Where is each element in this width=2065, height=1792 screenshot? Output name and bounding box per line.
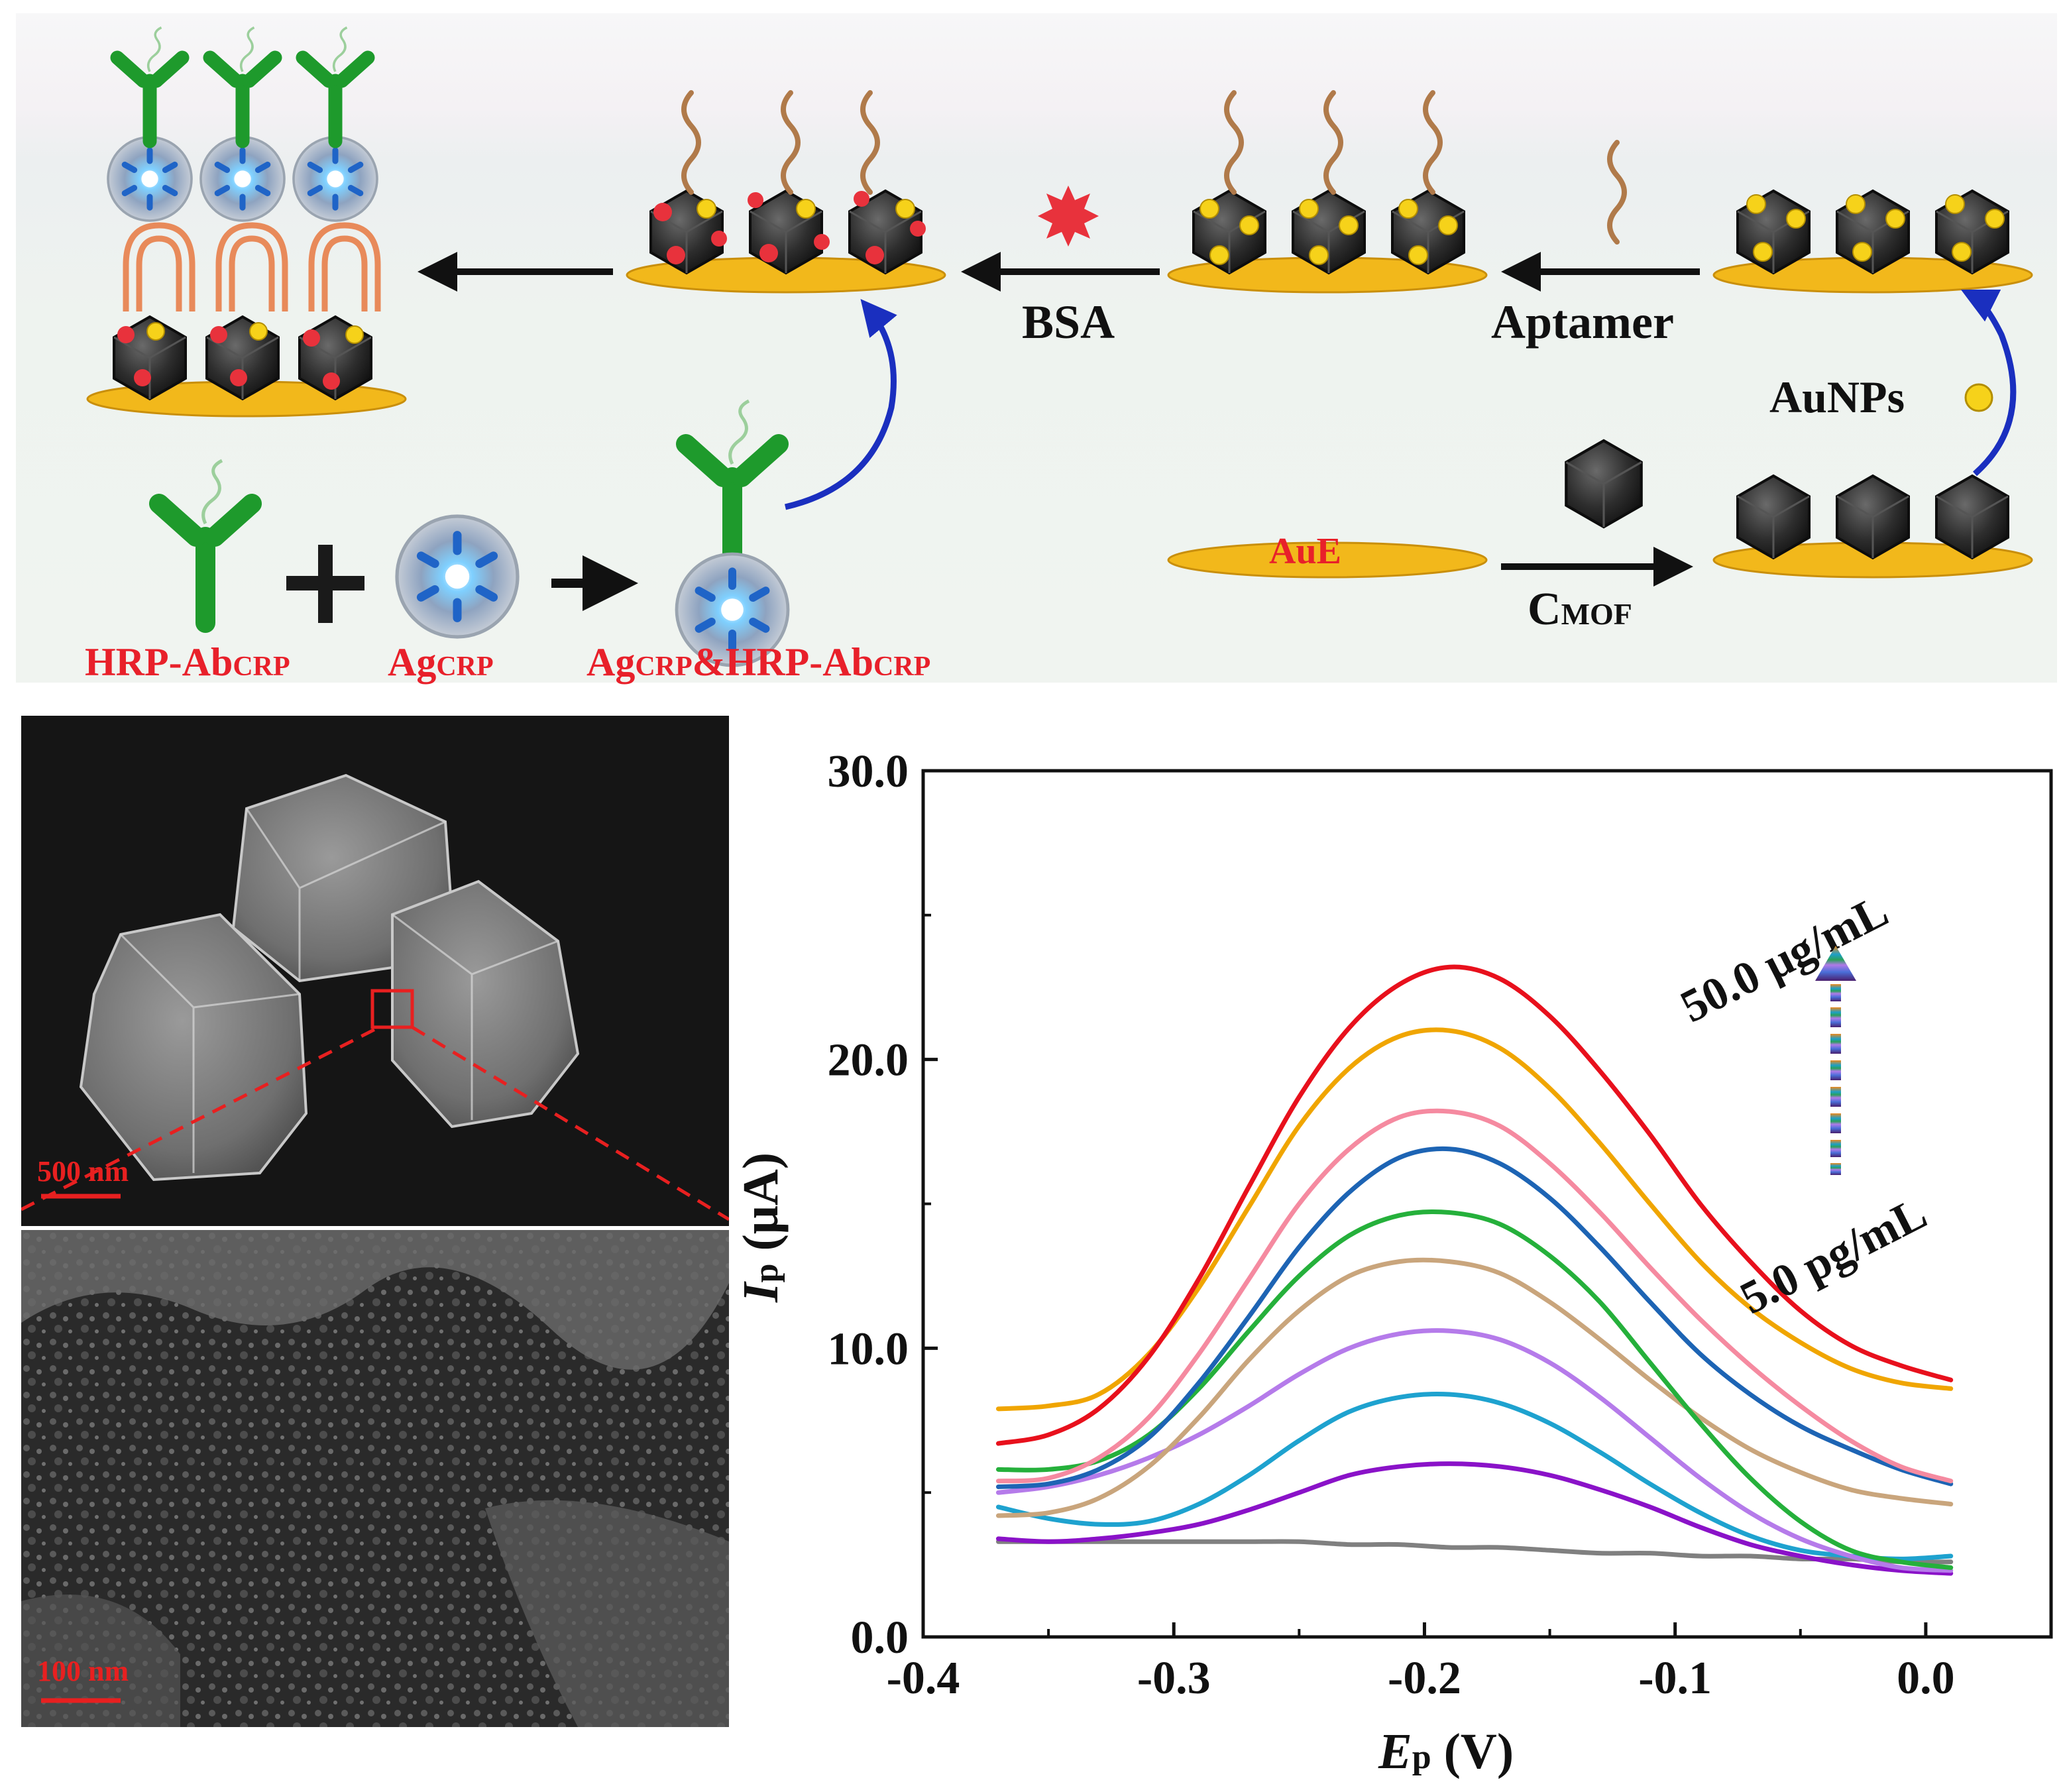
- mof-bsa-row: [649, 90, 926, 274]
- x-axis-label: Ep (V): [1378, 1724, 1514, 1779]
- dpv-curve-1: [995, 1461, 1954, 1576]
- dpv-curve-0: [995, 1539, 1954, 1565]
- hrp-abcrp-label: HRP-AbCRP: [85, 640, 290, 684]
- scale-bar-500nm: 500 nm: [37, 1155, 129, 1188]
- dpv-curve-8: [995, 1027, 1954, 1412]
- bsa-label: BSA: [1022, 296, 1115, 349]
- mof-aptamer-row: [1192, 90, 1465, 274]
- scale-bar-100nm: 100 nm: [37, 1655, 129, 1687]
- aue-label: AuE: [1269, 531, 1341, 572]
- agcrp-label: AgCRP: [388, 640, 494, 684]
- dpv-curve-4: [995, 1257, 1954, 1518]
- y-tick-label: 20.0: [828, 1035, 909, 1086]
- scheme-drawing: [86, 0, 2033, 689]
- dpv-curve-7: [995, 1108, 1954, 1484]
- cmof-label: CMOF: [1528, 584, 1632, 635]
- aunps-label: AuNPs: [1769, 372, 1905, 422]
- y-tick-label: 0.0: [851, 1612, 909, 1663]
- x-tick-label: -0.2: [1388, 1653, 1461, 1704]
- y-tick-label: 10.0: [828, 1323, 909, 1374]
- x-tick-label: -0.4: [887, 1653, 960, 1704]
- sem-image-zoom: 100 nm: [21, 1230, 729, 1727]
- final-assembly: [108, 28, 381, 400]
- y-axis-label: Ip (μA): [733, 1152, 789, 1302]
- concentration-gradient-arrow: [1815, 946, 1856, 1175]
- y-tick-label: 30.0: [828, 746, 909, 797]
- sem-image-overview: 500 nm: [21, 716, 729, 1226]
- mof-aunp-row: [1736, 190, 2009, 274]
- x-tick-label: -0.3: [1137, 1653, 1211, 1704]
- dpv-curve-9: [995, 964, 1954, 1446]
- dpv-curve-6: [995, 1146, 1954, 1489]
- x-tick-label: 0.0: [1897, 1653, 1955, 1704]
- dpv-curve-2: [995, 1392, 1954, 1561]
- x-tick-label: -0.1: [1638, 1653, 1712, 1704]
- aptamer-label: Aptamer: [1491, 296, 1674, 349]
- complex-label: AgCRP&HRP-AbCRP: [586, 640, 931, 684]
